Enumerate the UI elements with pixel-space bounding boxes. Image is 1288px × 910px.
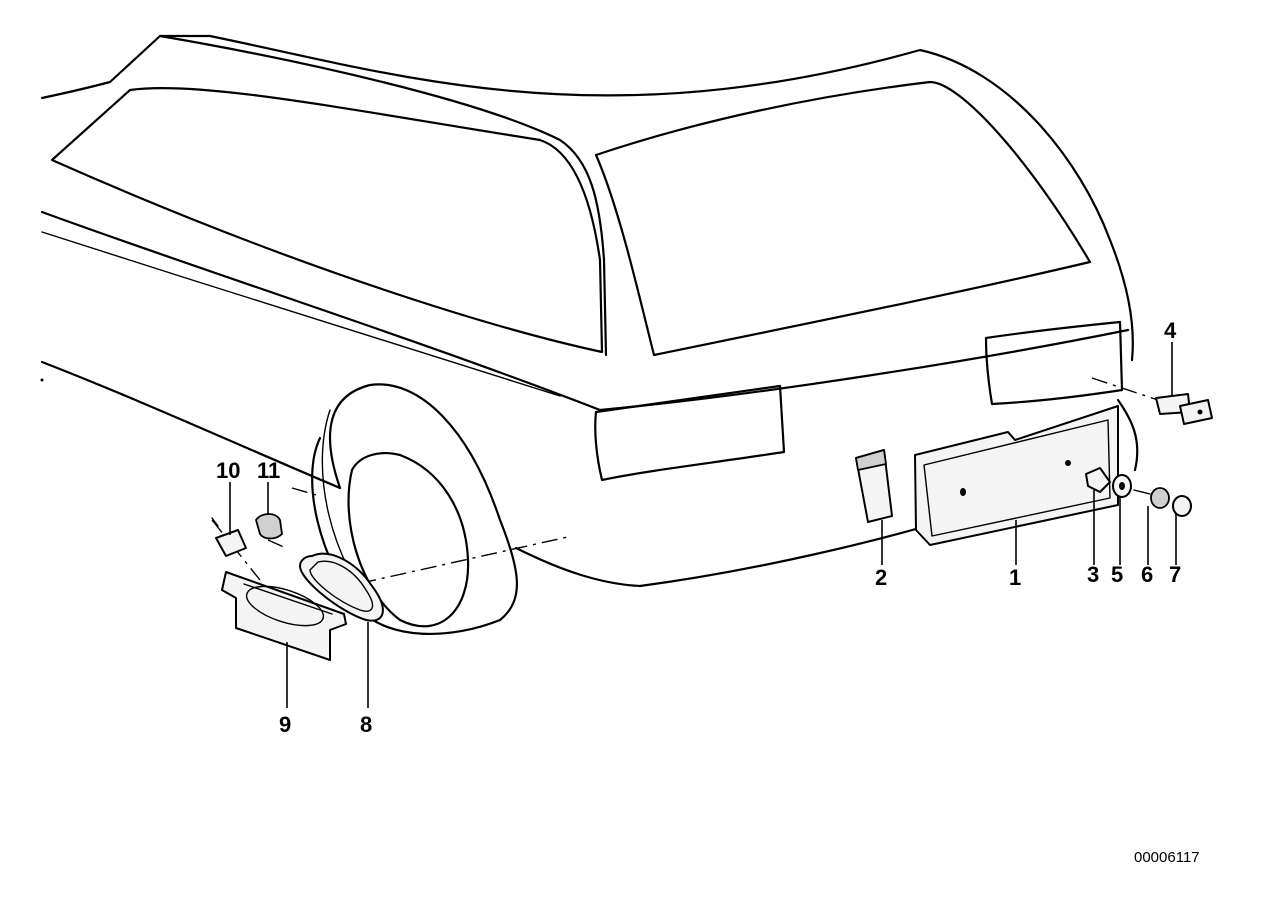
callout-11: 11 bbox=[257, 458, 280, 483]
callout-6: 6 bbox=[1141, 562, 1153, 587]
plate-hardware bbox=[1085, 467, 1192, 517]
callout-2: 2 bbox=[875, 565, 887, 590]
callout-7: 7 bbox=[1169, 562, 1181, 587]
callout-4: 4 bbox=[1164, 318, 1177, 343]
callout-10: 10 bbox=[216, 458, 240, 483]
diagram-reference-number: 00006117 bbox=[1134, 849, 1200, 866]
license-plate-base bbox=[914, 405, 1119, 546]
leader-lines bbox=[229, 342, 1177, 708]
callout-8: 8 bbox=[360, 712, 372, 737]
part-2-grommet bbox=[855, 449, 893, 523]
callout-3: 3 bbox=[1087, 562, 1099, 587]
part-4-lamp bbox=[1091, 377, 1213, 425]
callout-1: 1 bbox=[1009, 565, 1021, 590]
callout-5: 5 bbox=[1111, 562, 1123, 587]
lamp-assembly bbox=[211, 487, 573, 661]
callout-9: 9 bbox=[279, 712, 291, 737]
